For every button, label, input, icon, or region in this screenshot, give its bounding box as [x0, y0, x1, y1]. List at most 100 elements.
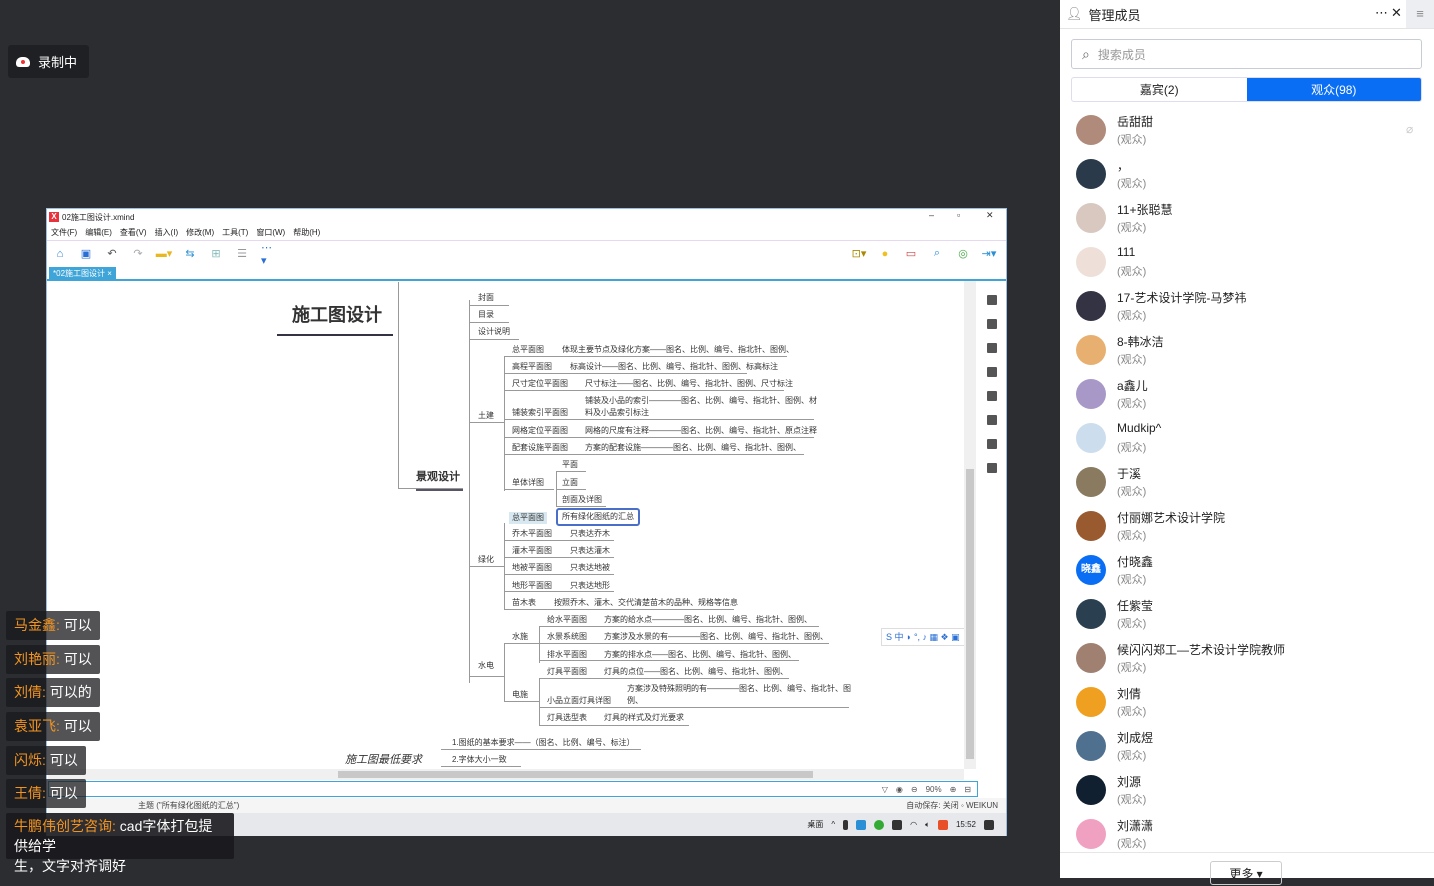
member-item[interactable]: 111(观众): [1060, 240, 1434, 284]
comment-icon[interactable]: [987, 439, 997, 449]
mindmap-topic[interactable]: 小品立面灯具详图: [547, 696, 611, 705]
marker-flag-icon[interactable]: [987, 367, 997, 377]
image-icon[interactable]: [987, 343, 997, 353]
mindmap-topic[interactable]: 电施: [512, 690, 528, 699]
menu-icon[interactable]: ≡: [1406, 0, 1434, 28]
mindmap-topic[interactable]: 只表达地形: [570, 581, 610, 590]
volume-icon[interactable]: 🔈︎: [925, 819, 930, 829]
tray-app-icon[interactable]: [856, 819, 867, 830]
mindmap-topic[interactable]: 地被平面图: [512, 563, 552, 572]
mindmap-topic[interactable]: 景观设计: [416, 471, 460, 483]
tab-document[interactable]: *02施工图设计 ×: [49, 267, 116, 281]
clipart-icon[interactable]: [987, 391, 997, 401]
mindmap-topic[interactable]: 方案涉及水景的有————图名、比例、编号、指北针、图例、: [604, 632, 828, 641]
mindmap-topic[interactable]: 只表达乔木: [570, 529, 610, 538]
mindmap-topic[interactable]: 施工图设计: [292, 305, 382, 325]
mindmap-topic[interactable]: 网格定位平面图: [512, 426, 568, 435]
export-icon[interactable]: ⇥▾: [981, 248, 997, 260]
member-item[interactable]: 刘倩(观众): [1060, 680, 1434, 724]
mindmap-topic[interactable]: 灯具选型表: [547, 713, 587, 722]
horizontal-scrollbar[interactable]: [48, 769, 964, 780]
mindmap-topic[interactable]: 体现主要节点及绿化方案——图名、比例、编号、指北针、图例、: [562, 345, 794, 354]
home-icon[interactable]: ⌂: [56, 247, 64, 260]
mindmap-topic[interactable]: 灯具的点位——图名、比例、编号、指北针、图例、: [604, 667, 788, 676]
more-icon[interactable]: ⋯▾: [261, 241, 272, 267]
mindmap-topic[interactable]: 总平面图: [509, 512, 547, 524]
tab-audience[interactable]: 观众(98): [1246, 78, 1421, 101]
mindmap-topic[interactable]: 2.字体大小一致: [452, 755, 507, 764]
mindmap-topic[interactable]: 方案的给水点————图名、比例、编号、指北针、图例、: [604, 615, 812, 624]
member-item[interactable]: 刘成煜(观众): [1060, 724, 1434, 768]
wifi-icon[interactable]: ◠: [910, 820, 918, 829]
mindmap-topic[interactable]: 水施: [512, 632, 528, 641]
more-button[interactable]: 更多 ▾: [1210, 861, 1282, 885]
tray-360-icon[interactable]: [874, 819, 885, 830]
mindmap-topic[interactable]: 方案的配套设施————图名、比例、编号、指北针、图例、: [585, 443, 801, 452]
search-icon[interactable]: ⌕: [933, 247, 941, 259]
mic-icon[interactable]: [843, 819, 849, 830]
summary-icon[interactable]: ☰: [237, 248, 247, 260]
mindmap-topic[interactable]: 灯具的样式及灯光要求: [604, 713, 684, 722]
save-icon[interactable]: ▣: [80, 248, 92, 260]
minimize-button[interactable]: –: [929, 210, 935, 220]
mindmap-topic[interactable]: 高程平面图: [512, 362, 552, 371]
relationship-icon[interactable]: ⇆: [185, 248, 195, 260]
mindmap-topic[interactable]: 施工图最低要求: [345, 754, 422, 766]
member-item[interactable]: 于溪(观众): [1060, 460, 1434, 504]
member-item[interactable]: 11+张聪慧(观众): [1060, 196, 1434, 240]
autosave-status[interactable]: 自动保存: 关闭: [906, 801, 959, 810]
more-options-icon[interactable]: ⋯: [1375, 5, 1388, 20]
redo-icon[interactable]: ↷: [133, 248, 143, 260]
mic-muted-icon[interactable]: ⌀: [1406, 122, 1414, 136]
menu-item[interactable]: 编辑(E): [85, 228, 112, 237]
lightbulb-icon[interactable]: ●: [881, 247, 889, 260]
filter-icon[interactable]: ▽: [881, 784, 888, 794]
mindmap-topic[interactable]: 方案的排水点——图名、比例、编号、指北针、图例、: [604, 650, 796, 659]
menu-item[interactable]: 查看(V): [119, 228, 147, 237]
member-search-input[interactable]: ⌕ 搜索成员: [1071, 39, 1422, 69]
mindmap-topic[interactable]: 方案涉及特殊照明的有————图名、比例、编号、指北针、图: [627, 684, 851, 693]
close-icon[interactable]: ✕: [1391, 5, 1402, 20]
mindmap-topic[interactable]: 例、: [627, 696, 643, 705]
share-icon[interactable]: ◎: [958, 248, 968, 260]
member-item[interactable]: 晓鑫付晓鑫(观众): [1060, 548, 1434, 592]
member-item[interactable]: 刘潇潇(观众): [1060, 812, 1434, 856]
mindmap-topic[interactable]: 目录: [478, 310, 494, 319]
chevron-up-icon[interactable]: ^: [831, 820, 836, 829]
mindmap-topic[interactable]: 水景系统图: [547, 632, 587, 641]
mindmap-topic[interactable]: 单体详图: [512, 478, 544, 487]
notes-icon[interactable]: [987, 415, 997, 425]
structure-icon[interactable]: ⊞: [211, 248, 221, 260]
format-brush-icon[interactable]: [987, 319, 997, 329]
mindmap-topic[interactable]: 绿化: [478, 555, 494, 564]
mindmap-topic[interactable]: 标高设计——图名、比例、编号、指北针、图例、标高标注: [570, 362, 778, 371]
view-icon[interactable]: ◉: [895, 784, 903, 794]
zoom-out-button[interactable]: ⊖: [910, 784, 918, 794]
mindmap-topic[interactable]: 铺装及小品的索引————图名、比例、编号、指北针、图例、材: [585, 396, 817, 405]
menu-item[interactable]: 插入(I): [154, 228, 179, 237]
mindmap-topic[interactable]: 地形平面图: [512, 581, 552, 590]
mindmap-topic[interactable]: 乔木平面图: [512, 529, 552, 538]
maximize-button[interactable]: ▫: [957, 210, 961, 220]
zoom-in-button[interactable]: ⊕: [949, 784, 957, 794]
menu-item[interactable]: 帮助(H): [293, 228, 321, 237]
member-item[interactable]: 候闪闪郑工—艺术设计学院教师(观众): [1060, 636, 1434, 680]
sogou-ime-bar[interactable]: S 中 ◗ °, ♪ ▦ ❖ ▣: [881, 628, 964, 646]
mindmap-topic[interactable]: 网格的尺度有注释————图名、比例、编号、指北针、原点注释: [585, 426, 817, 435]
mindmap-topic[interactable]: 水电: [478, 661, 494, 670]
mindmap-topic[interactable]: 剖面及详图: [562, 495, 602, 504]
topic-style-icon[interactable]: ▬▾: [155, 248, 173, 260]
mindmap-topic[interactable]: 土建: [478, 411, 494, 420]
mindmap-topic[interactable]: 铺装索引平面图: [512, 408, 568, 417]
mindmap-topic[interactable]: 给水平面图: [547, 615, 587, 624]
menu-item[interactable]: 工具(T): [222, 228, 249, 237]
mindmap-topic[interactable]: 1.图纸的基本要求——（图名、比例、编号、标注）: [452, 738, 635, 747]
mindmap-topic[interactable]: 设计说明: [478, 327, 510, 336]
close-button[interactable]: ✕: [986, 210, 994, 220]
tray-app2-icon[interactable]: [892, 819, 903, 830]
mindmap-topic[interactable]: 尺寸定位平面图: [512, 379, 568, 388]
gantt-icon[interactable]: ▭: [905, 248, 917, 260]
mindmap-topic[interactable]: 尺寸标注——图名、比例、编号、指北针、图例、尺寸标注: [585, 379, 793, 388]
mindmap-topic[interactable]: 排水平面图: [547, 650, 587, 659]
outline-icon[interactable]: [987, 295, 997, 305]
